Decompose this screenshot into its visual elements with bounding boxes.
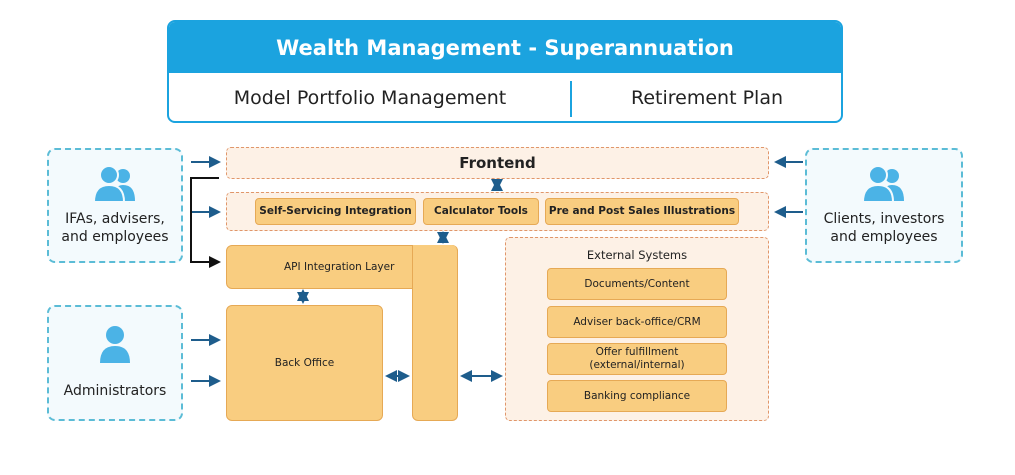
actor-administrators-label: Administrators bbox=[63, 383, 167, 400]
model-portfolio-management: Model Portfolio Management bbox=[233, 87, 507, 109]
title-box: Wealth Management - Superannuation Model… bbox=[167, 20, 843, 123]
api-integration-layer-leg bbox=[412, 245, 458, 421]
actor-clients-label: Clients, investors and employees bbox=[823, 211, 945, 245]
external-item: Adviser back-office/CRM bbox=[547, 306, 727, 338]
api-joint bbox=[413, 280, 457, 292]
external-item: Documents/Content bbox=[547, 268, 727, 300]
retirement-plan: Retirement Plan bbox=[631, 87, 783, 109]
back-office: Back Office bbox=[226, 305, 383, 421]
external-item: Offer fulfillment (external/internal) bbox=[547, 343, 727, 375]
divider bbox=[570, 81, 572, 117]
module-sales-illustrations: Pre and Post Sales Illustrations bbox=[545, 198, 739, 225]
actor-advisers-label: IFAs, advisers, and employees bbox=[61, 211, 169, 245]
actor-advisers: IFAs, advisers, and employees bbox=[47, 148, 183, 263]
external-item: Banking compliance bbox=[547, 380, 727, 412]
users-icon bbox=[861, 165, 904, 203]
module-self-servicing: Self-Servicing Integration bbox=[255, 198, 416, 225]
user-icon bbox=[100, 326, 130, 364]
actor-administrators: Administrators bbox=[47, 305, 183, 421]
page-title: Wealth Management - Superannuation bbox=[169, 22, 841, 73]
module-calculator-tools: Calculator Tools bbox=[423, 198, 539, 225]
users-icon bbox=[92, 165, 135, 203]
external-systems-title: External Systems bbox=[586, 248, 688, 262]
bracket-arrow bbox=[190, 177, 221, 268]
actor-clients: Clients, investors and employees bbox=[805, 148, 963, 263]
frontend-label: Frontend bbox=[226, 147, 769, 179]
